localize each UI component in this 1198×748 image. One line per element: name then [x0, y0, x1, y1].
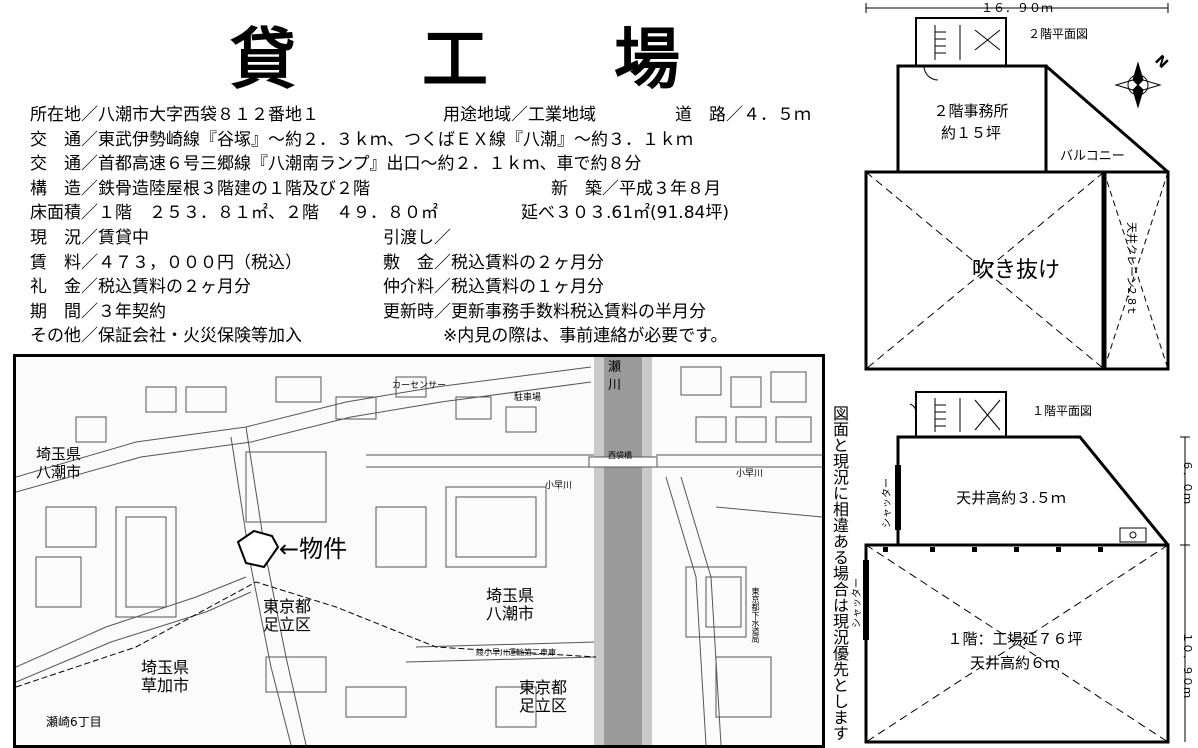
plan2-balcony-label: バルコニー [1060, 149, 1125, 164]
map-label-saitama-soka: 埼玉県草加市 [141, 658, 190, 695]
plan1-dim-right-2: １０．９０ｍ [1181, 632, 1194, 698]
info-field: 仲介料／税込賃料の１ヶ月分 [383, 277, 604, 298]
map-label-river: 瀬川 [608, 360, 622, 393]
info-field: 期 間／３年契約 [30, 301, 166, 322]
map-label-tokyo-adachi-right: 東京都足立区 [519, 678, 568, 715]
map-label-kohayakawa-2: 小早川 [736, 469, 764, 479]
plan1-factory-label: １階：工場延７６坪 [947, 630, 1082, 648]
map-label-saitama-yashio-left: 埼玉県八潮市 [36, 445, 82, 481]
info-field: 交 通／首都高速６号三郷線『八潮南ランプ』出口～約２．１ｋｍ、車で約８分 [30, 154, 642, 175]
info-field: 延べ３０３.61㎡(91.84坪) [521, 203, 729, 224]
info-field: ※内見の際は、事前連絡が必要です。 [443, 326, 728, 347]
info-row: 交 通／東武伊勢崎線『谷塚』～約２．３ｋｍ、つくばＥＸ線『八潮』～約３．１ｋｍ [30, 128, 840, 153]
info-row: 礼 金／税込賃料の２ヶ月分 仲介料／税込賃料の１ヶ月分 [30, 275, 840, 300]
page-title: 貸 工 場 [230, 6, 680, 102]
plan2-dim-top: １６．９０ｍ [981, 1, 1053, 15]
info-row: 期 間／３年契約 更新時／更新事務手数料税込賃料の半月分 [30, 300, 840, 325]
plan2-crane-label: 天井クレーン2.8ｔ [1125, 222, 1139, 316]
info-row: 現 況／賃貸中 引渡し／ [30, 226, 840, 251]
plan1-floor-label: １階平面図 [1032, 403, 1092, 418]
map-label-parking: 駐車場 [514, 393, 542, 403]
map-label-depot: 綾小早川運輸第二車庫 [476, 648, 556, 657]
info-row: 構 造／鉄骨造陸屋根３階建の１階及び２階 新 築／平成３年８月 [30, 177, 840, 202]
title-char-3: 場 [614, 20, 680, 98]
plan2-office-label-1: ２階事務所 [933, 102, 1008, 120]
plan1-shutter-lower: シャッター [851, 578, 863, 628]
plan-1f [863, 391, 1190, 744]
info-field: 交 通／東武伊勢崎線『谷塚』～約２．３ｋｍ、つくばＥＸ線『八潮』～約３．１ｋｍ [30, 129, 693, 150]
disclaimer-note: 図面と現況に相違ある場合は現況優先とします [830, 405, 849, 741]
map-label-kohayakawa: 小早川 [545, 481, 573, 491]
info-field: その他／保証会社・火災保険等加入 [30, 326, 302, 347]
map-label-saitama-yashio-center: 埼玉県八潮市 [486, 586, 535, 623]
info-field: 新 築／平成３年８月 [551, 178, 721, 199]
map-drawing [16, 357, 822, 745]
plan2-floor-label: ２階平面図 [1028, 26, 1088, 41]
title-char-2: 工 [422, 20, 488, 98]
info-field: 用途地域／工業地域 [443, 105, 596, 125]
info-field: 現 況／賃貸中 [30, 227, 149, 248]
location-map: 埼玉県八潮市 埼玉県八潮市 埼玉県草加市 東京都足立区 東京都足立区 ←物件 瀬… [13, 354, 825, 748]
info-row: 交 通／首都高速６号三郷線『八潮南ランプ』出口～約２．１ｋｍ、車で約８分 [30, 152, 840, 177]
map-label-bridge: 西袋橋 [608, 451, 632, 460]
info-field: 所在地／八潮市大字西袋８１２番地１ [30, 105, 319, 125]
info-field: 構 造／鉄骨造陸屋根３階建の１階及び２階 [30, 178, 370, 199]
plan2-office-label-2: 約１５坪 [941, 124, 1001, 142]
info-row: 床面積／１階 ２５３．８１㎡、２階 ４９．８０㎡ 延べ３０３.61㎡(91.84坪… [30, 201, 840, 226]
property-info: 所在地／八潮市大字西袋８１２番地１ 用途地域／工業地域 道 路／４．５ｍ 交 通／東武… [30, 103, 840, 349]
plan1-ceiling-upper: 天井高約３.５ｍ [956, 489, 1066, 507]
map-label-property: ←物件 [279, 535, 348, 563]
map-label-carsensor: カーセンサー [392, 381, 447, 391]
plan1-ceiling-lower: 天井高約６ｍ [970, 654, 1060, 672]
info-field: 床面積／１階 ２５３．８１㎡、２階 ４９．８０㎡ [30, 203, 438, 224]
plan2-void-label: 吹き抜け [972, 258, 1060, 283]
north-icon: N [1151, 52, 1171, 72]
plan-2f [864, 3, 1170, 371]
map-label-block: 瀬崎6丁目 [46, 715, 102, 729]
plan1-shutter-upper: シャッター [881, 478, 893, 528]
info-field: 賃 料／４７３，０００円（税込） [30, 252, 302, 273]
info-field: 更新時／更新事務手数料税込賃料の半月分 [383, 301, 706, 322]
info-field: 敷 金／税込賃料の２ヶ月分 [383, 252, 604, 273]
info-field: 引渡し／ [383, 227, 451, 248]
plan1-dim-right-1: ６．０ｍ [1181, 460, 1194, 504]
info-row: その他／保証会社・火災保険等加入 ※内見の際は、事前連絡が必要です。 [30, 324, 840, 349]
info-row: 賃 料／４７３，０００円（税込） 敷 金／税込賃料の２ヶ月分 [30, 251, 840, 276]
map-label-tokyo-sewer: 東京都下水道局 [751, 587, 760, 643]
title-char-1: 貸 [230, 20, 296, 98]
info-field: 礼 金／税込賃料の２ヶ月分 [30, 277, 251, 298]
info-field: 道 路／４．５ｍ [675, 105, 811, 125]
map-label-tokyo-adachi-left: 東京都足立区 [263, 597, 312, 634]
info-row: 所在地／八潮市大字西袋８１２番地１ 用途地域／工業地域 道 路／４．５ｍ [30, 103, 840, 128]
